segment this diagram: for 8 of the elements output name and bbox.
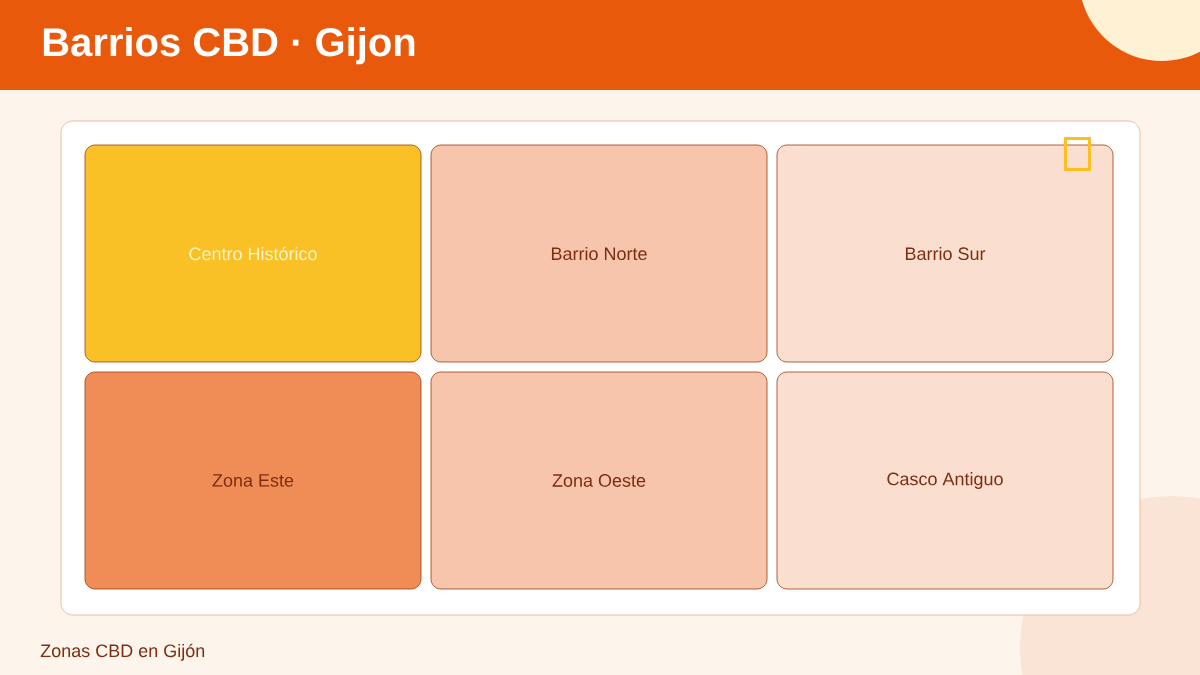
zone-tile: Barrio Norte	[430, 144, 768, 363]
zone-tile: Casco Antiguo	[776, 371, 1114, 590]
zone-tile: Centro Histórico	[84, 144, 422, 363]
caption: Zonas CBD en Gijón	[40, 643, 205, 661]
title: Barrios CBD · Gijon	[43, 27, 415, 65]
zone-tile: Barrio Sur	[776, 144, 1114, 363]
zone-tile: Zona Este	[84, 371, 422, 590]
zone-tile: Zona Oeste	[430, 371, 768, 590]
